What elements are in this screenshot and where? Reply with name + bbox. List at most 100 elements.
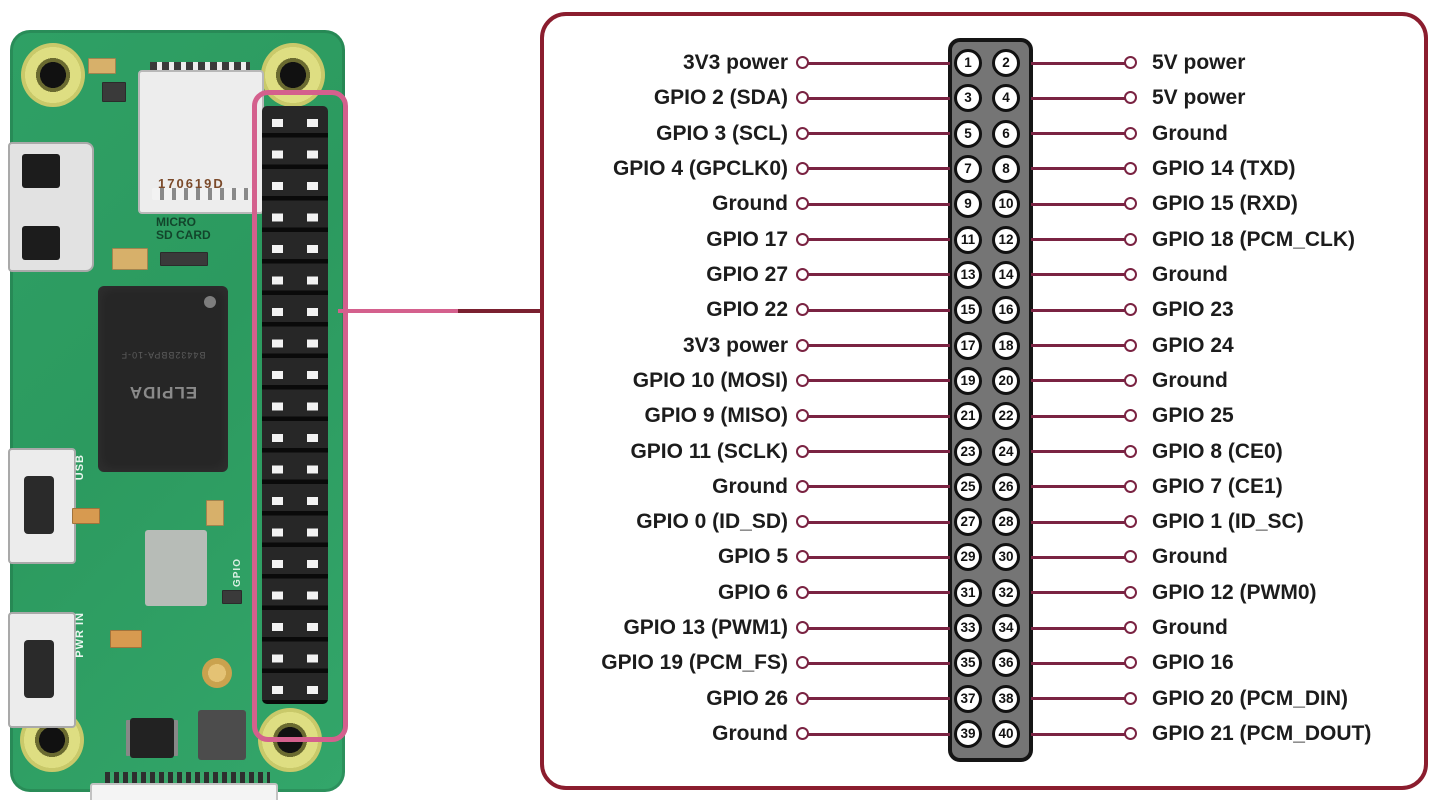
wire-left bbox=[808, 202, 950, 206]
pin-number-left: 13 bbox=[954, 260, 982, 289]
pin-number-left: 1 bbox=[954, 49, 982, 77]
wire-right bbox=[1031, 344, 1125, 348]
pin-label-left: GPIO 11 (SCLK) bbox=[630, 439, 788, 463]
pin-label-left: 3V3 power bbox=[682, 51, 788, 74]
mount-hole-top-right bbox=[261, 43, 325, 107]
wire-dot-right bbox=[1124, 126, 1137, 140]
wire-left bbox=[808, 238, 950, 242]
wire-left bbox=[808, 626, 950, 630]
pin-label-right: 5V power bbox=[1152, 86, 1246, 110]
pin-number-right: 30 bbox=[992, 543, 1020, 572]
camera-connector-contacts bbox=[105, 772, 270, 783]
wire-left bbox=[808, 132, 950, 136]
wire-left bbox=[808, 661, 950, 665]
wire-right bbox=[1031, 167, 1125, 171]
pin-label-right: GPIO 25 bbox=[1152, 404, 1234, 428]
wire-dot-right bbox=[1124, 550, 1137, 564]
mount-hole-top-left bbox=[21, 43, 85, 107]
smd-component bbox=[110, 630, 142, 648]
wire-left bbox=[808, 96, 950, 100]
wire-right bbox=[1031, 661, 1125, 665]
pin-number-left: 39 bbox=[954, 720, 982, 749]
pin-number-right: 6 bbox=[992, 119, 1020, 148]
camera-connector bbox=[90, 783, 278, 800]
pin-label-right: GPIO 23 bbox=[1152, 298, 1234, 322]
wire-left bbox=[808, 273, 950, 277]
pin-number-left: 21 bbox=[954, 402, 982, 431]
wire-right bbox=[1031, 591, 1125, 595]
pin-number-left: 37 bbox=[954, 684, 982, 713]
pin-label-left: GPIO 5 bbox=[717, 545, 788, 569]
usb-power-port bbox=[8, 612, 76, 728]
smd-component bbox=[112, 248, 148, 270]
wire-right bbox=[1031, 96, 1125, 100]
pin-label-left: GPIO 10 (MOSI) bbox=[632, 368, 788, 392]
pin-label-right: Ground bbox=[1152, 616, 1228, 640]
pin-number-right: 24 bbox=[992, 437, 1020, 466]
board-serial-text: 170619D bbox=[158, 176, 225, 191]
wire-dot-right bbox=[1124, 585, 1137, 599]
pin-label-left: GPIO 9 (MISO) bbox=[644, 404, 788, 428]
smd-component bbox=[72, 508, 100, 524]
pin-number-left: 11 bbox=[954, 225, 982, 254]
wire-left bbox=[808, 450, 950, 454]
smd-component bbox=[222, 590, 242, 604]
pin-number-left: 19 bbox=[954, 366, 982, 395]
pin-label-left: GPIO 27 bbox=[706, 262, 788, 286]
power-ic bbox=[198, 710, 246, 760]
pin-number-right: 28 bbox=[992, 508, 1020, 537]
pin-label-right: GPIO 1 (ID_SC) bbox=[1152, 510, 1304, 534]
wire-left bbox=[808, 732, 950, 736]
regulator-ic bbox=[130, 718, 174, 758]
board-gpio-pin-column bbox=[307, 110, 318, 700]
wire-dot-right bbox=[1124, 56, 1137, 69]
pin-label-right: GPIO 21 (PCM_DOUT) bbox=[1152, 722, 1372, 746]
wire-left bbox=[808, 485, 950, 489]
pin-label-left: GPIO 2 (SDA) bbox=[653, 86, 788, 110]
pin-number-left: 15 bbox=[954, 296, 982, 325]
pin-number-right: 22 bbox=[992, 402, 1020, 431]
pin-number-left: 25 bbox=[954, 472, 982, 501]
pin-number-right: 4 bbox=[992, 84, 1020, 113]
pin-label-right: GPIO 20 (PCM_DIN) bbox=[1152, 686, 1349, 710]
wire-left bbox=[808, 591, 950, 595]
smd-component bbox=[102, 82, 126, 102]
micro-sd-silkscreen: MICRO SD CARD bbox=[156, 215, 211, 242]
pin-number-right: 16 bbox=[992, 296, 1020, 325]
wire-dot-right bbox=[1124, 621, 1137, 635]
pin-number-left: 29 bbox=[954, 543, 982, 572]
pin-label-left: GPIO 6 bbox=[717, 580, 788, 604]
pin-label-left: GPIO 17 bbox=[706, 227, 788, 251]
pin-row-21-22: GPIO 9 (MISO) 21 22 GPIO 25 bbox=[544, 398, 1424, 434]
wire-right bbox=[1031, 626, 1125, 630]
pin-label-right: GPIO 12 (PWM0) bbox=[1152, 580, 1317, 604]
chip-pin1-dot bbox=[204, 296, 216, 308]
pin-number-right: 8 bbox=[992, 154, 1020, 183]
wire-right bbox=[1031, 379, 1125, 383]
pin-number-right: 34 bbox=[992, 614, 1020, 643]
pin-label-right: GPIO 18 (PCM_CLK) bbox=[1152, 227, 1356, 251]
wire-left bbox=[808, 308, 950, 312]
board-gpio-header bbox=[262, 106, 328, 704]
wire-dot-right bbox=[1124, 409, 1137, 423]
wire-right bbox=[1031, 697, 1125, 701]
pin-number-left: 5 bbox=[954, 119, 982, 148]
pin-label-left: Ground bbox=[712, 474, 788, 498]
pin-number-right: 10 bbox=[992, 190, 1020, 219]
elpida-chip: B4432BBPA-10-F ELPIDA bbox=[98, 286, 228, 472]
board-gpio-pin-column bbox=[272, 110, 283, 700]
wire-right bbox=[1031, 61, 1125, 65]
pin-number-left: 27 bbox=[954, 508, 982, 537]
pin-number-right: 14 bbox=[992, 260, 1020, 289]
metal-shield-component bbox=[145, 530, 207, 606]
wire-left bbox=[808, 697, 950, 701]
wire-dot-right bbox=[1124, 161, 1137, 175]
